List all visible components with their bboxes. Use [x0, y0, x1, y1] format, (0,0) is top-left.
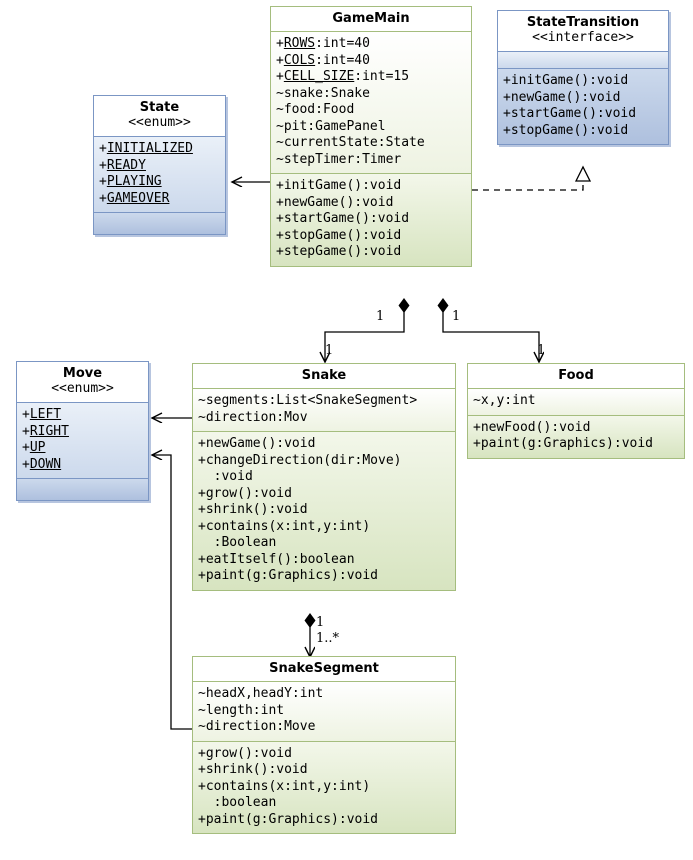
member-row-static: +DOWN	[22, 456, 62, 472]
member-row: +newGame():void	[276, 194, 394, 210]
edge-gamemain-statetransition	[472, 167, 583, 191]
member-row: +paint(g:Graphics):void	[198, 811, 379, 827]
member-row-static: +READY	[99, 157, 146, 173]
member-row: ~direction:Move	[198, 719, 316, 734]
attributes-food: ~x,y:int	[468, 389, 684, 416]
class-name-snake: Snake	[301, 368, 347, 383]
operations-food: +newFood():void+paint(g:Graphics):void	[468, 415, 684, 458]
operations-statetransition: +initGame():void+newGame():void+startGam…	[498, 69, 668, 144]
class-name-food: Food	[558, 368, 594, 383]
class-name-gamemain: GameMain	[332, 11, 410, 26]
member-row: ~snake:Snake	[276, 85, 370, 101]
member-row: ~length:int	[198, 702, 285, 718]
class-header-statetransition: StateTransition <<interface>>	[498, 11, 668, 52]
member-row: :boolean	[198, 795, 277, 810]
stereotype-statetransition: <<interface>>	[532, 30, 634, 45]
member-row: +initGame():void	[276, 178, 402, 193]
multiplicity-gamemain-food-target: 1	[537, 343, 546, 358]
member-row-static: +RIGHT	[22, 423, 69, 439]
attributes-state: +INITIALIZED+READY+PLAYING+GAMEOVER	[94, 137, 225, 213]
operations-move	[17, 479, 148, 500]
member-row: +paint(g:Graphics):void	[198, 568, 379, 583]
operations-state	[94, 213, 225, 234]
class-header-food: Food	[468, 364, 684, 389]
member-row: +contains(x:int,y:int)	[198, 778, 371, 794]
member-row: ~segments:List<SnakeSegment>	[198, 393, 418, 408]
member-row: ~x,y:int	[473, 393, 536, 408]
class-box-state[interactable]: State <<enum>> +INITIALIZED+READY+PLAYIN…	[93, 95, 226, 235]
attributes-snakesegment: ~headX,headY:int~length:int~direction:Mo…	[193, 682, 455, 742]
class-header-snake: Snake	[193, 364, 455, 389]
member-row: ~headX,headY:int	[198, 686, 324, 701]
operations-snakesegment: +grow():void+shrink():void+contains(x:in…	[193, 741, 455, 833]
attributes-statetransition	[498, 52, 668, 69]
operations-gamemain: +initGame():void+newGame():void+startGam…	[271, 174, 471, 266]
member-row: +grow():void	[198, 485, 292, 501]
class-header-state: State <<enum>>	[94, 96, 225, 137]
class-box-food[interactable]: Food ~x,y:int +newFood():void+paint(g:Gr…	[467, 363, 685, 459]
class-name-state: State	[139, 100, 180, 115]
member-row: +stopGame():void	[503, 122, 629, 138]
member-row: +shrink():void	[198, 762, 308, 777]
member-row: ~currentState:State	[276, 135, 425, 150]
class-name-statetransition: StateTransition	[526, 15, 640, 30]
member-row-static: +COLS:int=40	[276, 52, 370, 68]
multiplicity-snake-snakesegment-source: 1	[316, 615, 325, 630]
class-header-move: Move <<enum>>	[17, 362, 148, 403]
multiplicity-gamemain-snake-target: 1	[325, 343, 334, 358]
edge-gamemain-snake	[325, 298, 410, 362]
member-row: +stepGame():void	[276, 244, 402, 259]
member-row-static: +LEFT	[22, 407, 62, 422]
class-box-snake[interactable]: Snake ~segments:List<SnakeSegment>~direc…	[192, 363, 456, 591]
class-name-snakesegment: SnakeSegment	[269, 661, 379, 676]
attributes-gamemain: +ROWS:int=40+COLS:int=40+CELL_SIZE:int=1…	[271, 32, 471, 174]
member-row: +eatItself():boolean	[198, 551, 355, 567]
attributes-snake: ~segments:List<SnakeSegment>~direction:M…	[193, 389, 455, 432]
member-row: ~food:Food	[276, 102, 355, 117]
member-row-static: +UP	[22, 440, 46, 455]
member-row: :void	[198, 469, 253, 484]
class-name-move: Move	[62, 366, 103, 381]
member-row: +newGame():void	[198, 436, 316, 451]
class-box-snakesegment[interactable]: SnakeSegment ~headX,headY:int~length:int…	[192, 656, 456, 834]
class-header-snakesegment: SnakeSegment	[193, 657, 455, 682]
stereotype-move: <<enum>>	[51, 381, 114, 396]
class-box-gamemain[interactable]: GameMain +ROWS:int=40+COLS:int=40+CELL_S…	[270, 6, 472, 267]
member-row: ~stepTimer:Timer	[276, 151, 402, 167]
class-box-statetransition[interactable]: StateTransition <<interface>> +initGame(…	[497, 10, 669, 145]
member-row-static: +INITIALIZED	[99, 141, 193, 156]
stereotype-state: <<enum>>	[128, 115, 191, 130]
member-row: +startGame():void	[276, 211, 410, 226]
member-row: ~pit:GamePanel	[276, 118, 386, 134]
attributes-move: +LEFT+RIGHT+UP+DOWN	[17, 403, 148, 479]
class-header-gamemain: GameMain	[271, 7, 471, 32]
member-row: ~direction:Mov	[198, 409, 308, 425]
member-row: +stopGame():void	[276, 227, 402, 243]
class-box-move[interactable]: Move <<enum>> +LEFT+RIGHT+UP+DOWN	[16, 361, 149, 501]
member-row: +initGame():void	[503, 73, 629, 88]
member-row: +shrink():void	[198, 502, 308, 517]
edge-gamemain-food	[437, 298, 540, 362]
member-row: +changeDirection(dir:Move)	[198, 452, 402, 468]
edge-snakesegment-move	[152, 455, 192, 730]
member-row-static: +GAMEOVER	[99, 190, 170, 206]
member-row: +newGame():void	[503, 89, 621, 105]
member-row-static: +ROWS:int=40	[276, 36, 370, 51]
member-row: +paint(g:Graphics):void	[473, 436, 654, 451]
member-row: +contains(x:int,y:int)	[198, 518, 371, 534]
multiplicity-snake-snakesegment-target: 1..*	[316, 631, 340, 646]
member-row: +grow():void	[198, 745, 292, 761]
member-row-static: +CELL_SIZE:int=15	[276, 69, 410, 84]
member-row-static: +PLAYING	[99, 174, 162, 189]
multiplicity-gamemain-snake-source: 1	[376, 309, 385, 324]
operations-snake: +newGame():void+changeDirection(dir:Move…	[193, 432, 455, 590]
member-row: +startGame():void	[503, 106, 637, 121]
member-row: :Boolean	[198, 535, 277, 550]
edge-snake-snakesegment	[305, 613, 316, 657]
member-row: +newFood():void	[473, 419, 591, 435]
multiplicity-gamemain-food-source: 1	[452, 309, 461, 324]
